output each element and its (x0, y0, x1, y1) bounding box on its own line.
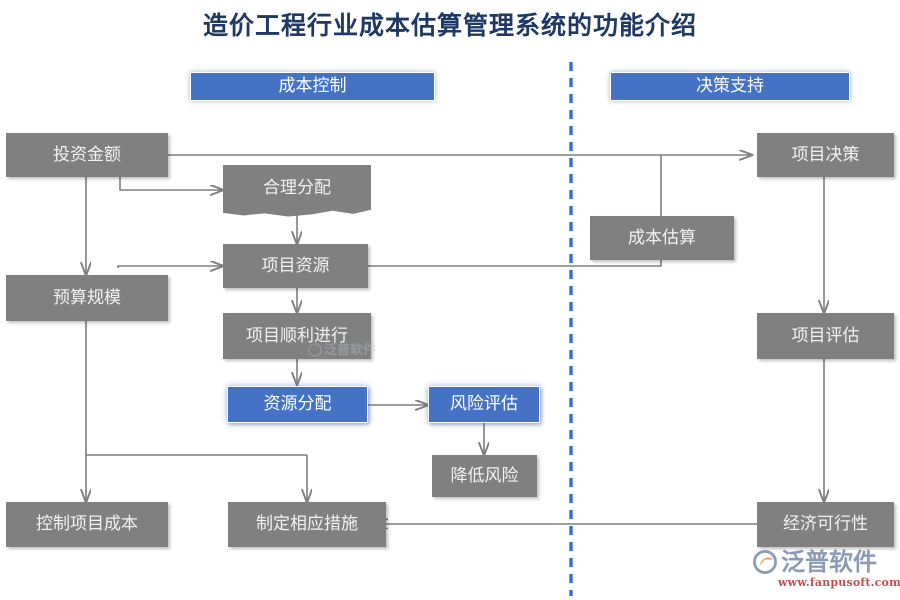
node-label: 项目评估 (791, 325, 860, 346)
fanpu-logo-icon (308, 343, 322, 357)
node-control-project-cost[interactable]: 控制项目成本 (6, 502, 168, 547)
node-budget-scale[interactable]: 预算规模 (6, 275, 168, 321)
logo-url: www.fanpusoft.com (778, 576, 900, 589)
section-header-label: 成本控制 (278, 76, 347, 96)
node-label: 制定相应措施 (256, 514, 358, 534)
watermark-label: 泛普软件 (324, 342, 377, 358)
node-label: 项目资源 (261, 255, 330, 276)
logo-row: 泛普软件 (752, 549, 877, 575)
node-project-decision[interactable]: 项目决策 (757, 133, 894, 177)
node-reduce-risk[interactable]: 降低风险 (432, 455, 537, 497)
node-reasonable-allocation[interactable]: 合理分配 (223, 165, 371, 217)
node-risk-assessment[interactable]: 风险评估 (428, 386, 540, 423)
node-economic-feasibility[interactable]: 经济可行性 (757, 502, 894, 547)
node-label: 风险评估 (450, 394, 518, 414)
node-formulate-measures[interactable]: 制定相应措施 (228, 502, 386, 547)
node-label: 合理分配 (263, 178, 331, 198)
section-header-label: 决策支持 (696, 76, 764, 96)
link-budget-to-resources (117, 266, 223, 268)
fanpu-logo-icon (752, 549, 778, 575)
node-label: 控制项目成本 (36, 514, 138, 534)
watermark: 泛普软件 (308, 343, 376, 357)
node-cost-estimation[interactable]: 成本估算 (590, 216, 734, 260)
node-label: 项目决策 (791, 144, 860, 165)
node-label: 投资金额 (53, 144, 121, 165)
page-title: 造价工程行业成本估算管理系统的功能介绍 (202, 11, 697, 40)
link-investment-to-allocation (119, 177, 223, 190)
node-resource-allocation[interactable]: 资源分配 (227, 386, 368, 423)
node-label: 预算规模 (53, 287, 121, 308)
node-label: 成本估算 (628, 227, 696, 248)
node-label: 资源分配 (263, 394, 332, 414)
node-project-resources[interactable]: 项目资源 (223, 244, 368, 288)
node-project-smooth[interactable]: 项目顺利进行 (223, 313, 371, 359)
node-label: 项目顺利进行 (246, 325, 348, 346)
logo-brand: 泛普软件 (781, 548, 877, 576)
node-investment-amount[interactable]: 投资金额 (6, 133, 168, 177)
node-label: 降低风险 (450, 465, 519, 486)
section-header-cost-control: 成本控制 (190, 72, 435, 101)
node-project-evaluation[interactable]: 项目评估 (757, 313, 894, 359)
fanpu-logo: 泛普软件 www.fanpusoft.com (752, 546, 900, 592)
node-label: 经济可行性 (783, 514, 868, 534)
section-header-decision-support: 决策支持 (610, 72, 850, 101)
